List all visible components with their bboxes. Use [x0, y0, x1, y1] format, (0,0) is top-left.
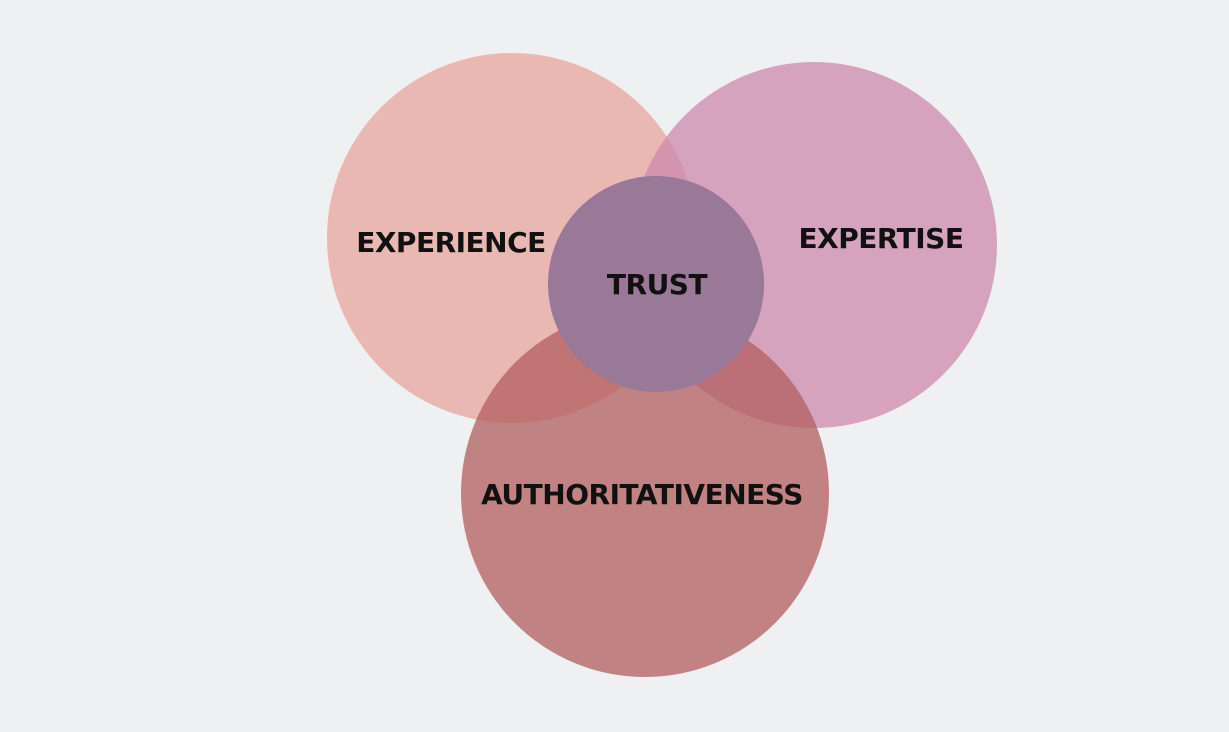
trust-circle	[548, 176, 764, 392]
experience-label: EXPERIENCE	[356, 226, 546, 259]
authoritativeness-label: AUTHORITATIVENESS	[481, 478, 803, 511]
expertise-label: EXPERTISE	[799, 222, 964, 255]
authoritativeness-circle	[461, 309, 829, 677]
trust-label: TRUST	[607, 268, 708, 301]
